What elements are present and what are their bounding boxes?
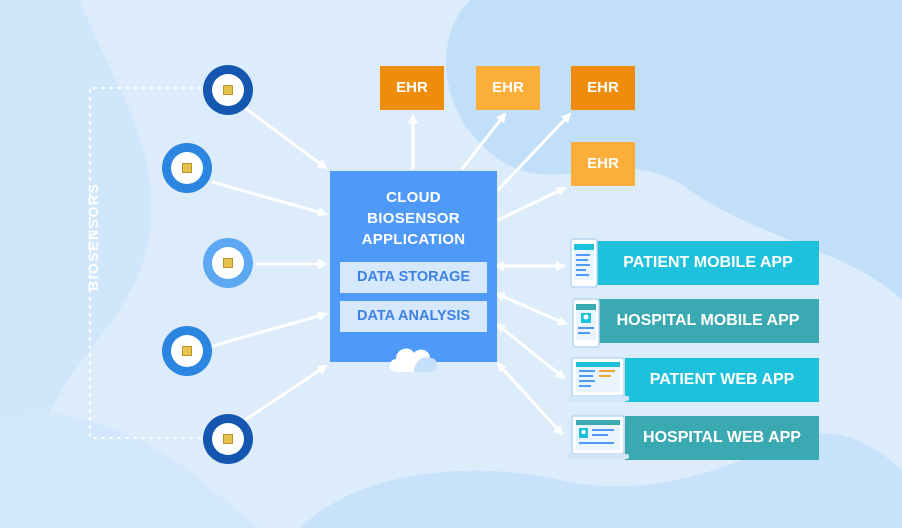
phone-icon (570, 238, 598, 288)
arrow-ehr-4 (497, 186, 567, 222)
arrow-ehr-2 (460, 112, 507, 170)
phone-icon (572, 298, 600, 348)
data-analysis-box: DATA ANALYSIS (340, 301, 487, 332)
arrow-app-2 (494, 292, 568, 326)
hospital-web-app: HOSPITAL WEB APP (625, 416, 819, 460)
hospital-mobile-app: HOSPITAL MOBILE APP (597, 299, 819, 343)
ehr-box: EHR (571, 66, 635, 110)
ehr-box: EHR (380, 66, 444, 110)
ehr-box: EHR (476, 66, 540, 110)
biosensor-bracket (89, 87, 201, 439)
patient-web-app: PATIENT WEB APP (625, 358, 819, 402)
patient-mobile-app: PATIENT MOBILE APP (597, 241, 819, 285)
biosensor-icon (162, 326, 212, 376)
laptop-icon (567, 415, 629, 459)
biosensor-icon (203, 414, 253, 464)
cloud-title: CLOUD BIOSENSOR APPLICATION (361, 189, 466, 248)
biosensors-label: BIOSENSORS (85, 182, 101, 291)
background-blob-bottom-left (0, 413, 260, 528)
cloud-icon (389, 348, 438, 372)
arrow-sensor-4 (211, 311, 328, 348)
arrow-sensor-5 (244, 364, 328, 422)
background-blob-left (0, 0, 152, 528)
arrow-app-3 (495, 322, 566, 380)
data-storage-box: DATA STORAGE (340, 262, 487, 293)
biosensor-icon (162, 143, 212, 193)
biosensor-icon (203, 238, 253, 288)
arrow-sensor-2 (211, 180, 328, 217)
biosensor-icon (203, 65, 253, 115)
arrow-ehr-3 (496, 112, 572, 192)
ehr-box: EHR (571, 142, 635, 186)
cloud-biosensor-application: CLOUD BIOSENSOR APPLICATION DATA STORAGE… (330, 171, 497, 372)
arrow-app-4 (496, 362, 564, 436)
arrow-sensor-1 (244, 106, 328, 170)
background-blob-top-right (446, 0, 902, 300)
laptop-icon (567, 357, 629, 401)
